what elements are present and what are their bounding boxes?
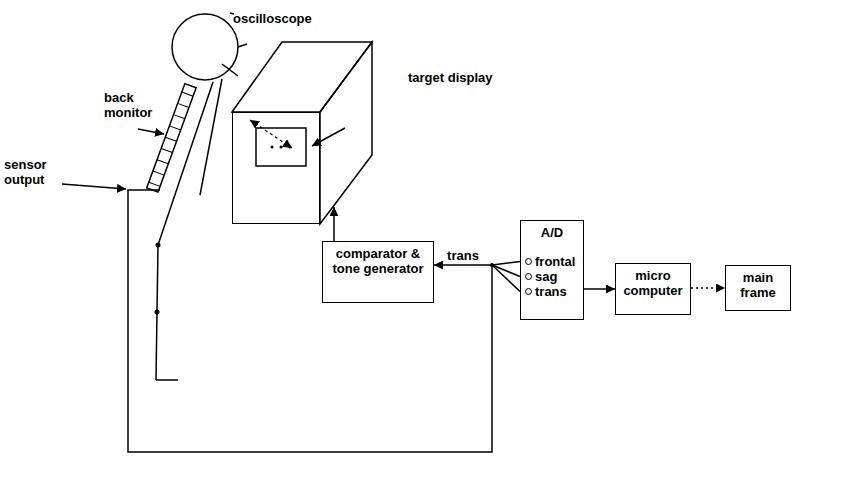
signal-arrow xyxy=(584,288,615,290)
figure-foot xyxy=(156,379,178,381)
callout-label: back monitor xyxy=(104,90,164,120)
signal-wire xyxy=(492,265,520,277)
leader-line xyxy=(62,184,126,189)
figure-nose xyxy=(238,44,247,47)
callout-label: target display xyxy=(408,70,493,85)
sensor-wire xyxy=(128,190,492,452)
port-terminal xyxy=(525,288,532,295)
signal-arrow xyxy=(691,287,725,289)
leader-line xyxy=(138,129,164,134)
process-box: micro computer xyxy=(615,263,691,315)
port-label: frontal xyxy=(525,254,579,269)
screen-dot xyxy=(289,146,292,149)
oscilloscope-screen xyxy=(256,128,306,166)
figure-jaw xyxy=(222,64,238,76)
oscilloscope-box: oscilloscope xyxy=(232,112,320,224)
screen-dot xyxy=(271,146,274,149)
figure-joint xyxy=(155,310,160,315)
port-label: sag xyxy=(525,269,579,284)
figure-arm xyxy=(200,79,222,195)
box-title: A/D xyxy=(525,225,579,240)
signal-arrow xyxy=(333,207,335,241)
process-box: main frame xyxy=(725,265,791,311)
callout-label: sensor output xyxy=(4,157,60,187)
box-text: micro computer xyxy=(620,268,686,298)
port-terminal xyxy=(525,273,532,280)
box-text: comparator & tone generator xyxy=(327,246,429,276)
oscilloscope-top xyxy=(232,42,372,112)
signal-name: sag xyxy=(535,269,557,284)
oscilloscope-side xyxy=(320,42,372,224)
edge-label: trans xyxy=(445,248,481,263)
device-label: oscilloscope xyxy=(233,11,312,26)
port-terminal xyxy=(525,258,532,265)
box-text: main frame xyxy=(730,270,786,300)
screen-dot xyxy=(280,146,283,149)
figure-joint xyxy=(156,243,161,248)
leader-line xyxy=(312,128,345,146)
signal-name: trans xyxy=(535,284,567,299)
converter-box: A/D frontalsagtrans xyxy=(520,220,584,320)
port-label: trans xyxy=(525,284,579,299)
signal-wire xyxy=(492,262,520,266)
figure-head xyxy=(172,14,238,80)
signal-arrow xyxy=(434,265,520,292)
back-monitor-strip xyxy=(147,84,196,192)
signal-name: frontal xyxy=(535,254,575,269)
process-box: comparator & tone generator xyxy=(322,241,434,303)
